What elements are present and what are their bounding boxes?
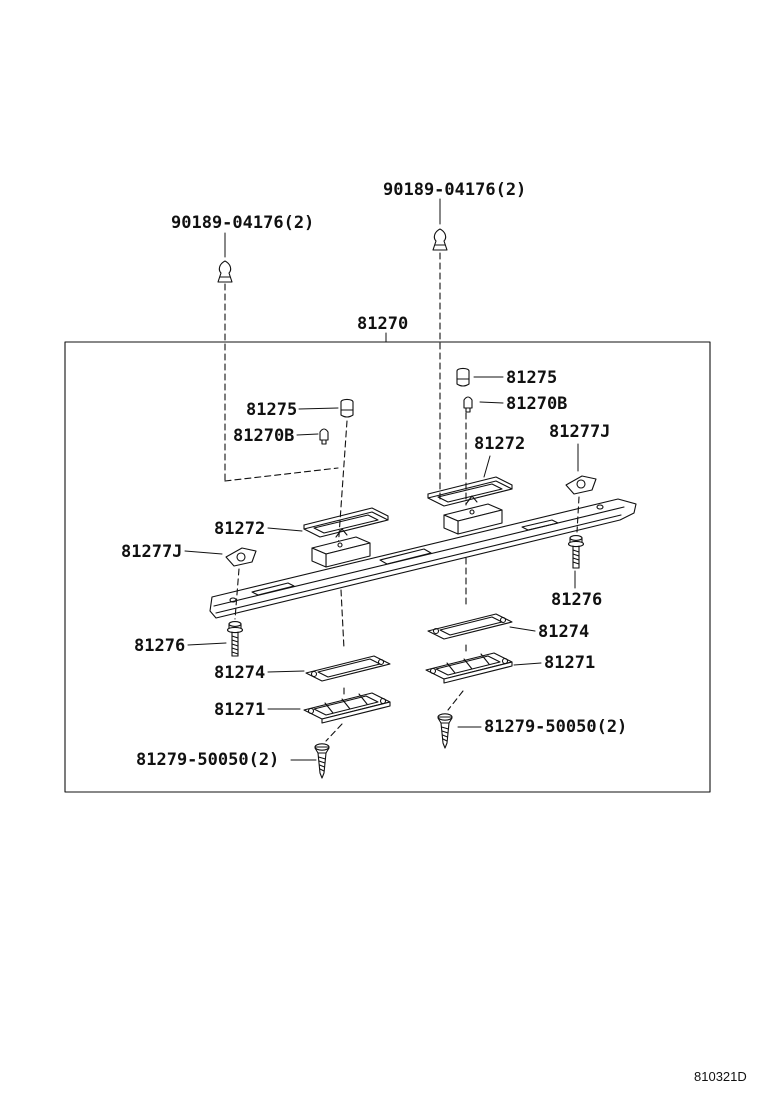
part-label-socket-left: 81275: [246, 400, 298, 420]
bracket-right: [565, 475, 597, 495]
bulb-socket-left: [340, 398, 354, 418]
part-label-assembly: 81270: [357, 314, 409, 334]
gasket-left: [305, 655, 391, 682]
clip-icon-left: [217, 260, 233, 283]
exploded-dashed-lines: [224, 252, 467, 742]
screw-right: [567, 535, 585, 569]
bulb-socket-right: [456, 367, 470, 387]
bulb-right: [463, 396, 473, 413]
exploded-dashed-lines-over-rail: [234, 496, 580, 620]
rail-assembly: [209, 495, 637, 619]
diagram-doc-number: 810321D: [694, 1069, 747, 1084]
part-label-lens-right: 81271: [544, 653, 596, 673]
part-label-screw-right: 81276: [551, 590, 603, 610]
bulb-left: [319, 428, 329, 445]
part-label-socket-right: 81275: [506, 368, 558, 388]
lens-retainer-right: [427, 476, 513, 507]
bracket-left: [225, 547, 257, 567]
part-label-gasket-left: 81274: [214, 663, 266, 683]
tapping-screw-right: [437, 713, 453, 749]
lens-right: [425, 652, 513, 684]
part-label-clip-left: 90189-04176(2): [171, 213, 315, 233]
part-label-tapping-screw-left: 81279-50050(2): [136, 750, 280, 770]
clip-icon-right: [432, 228, 448, 251]
lens-left: [303, 692, 391, 724]
lens-retainer-left: [303, 507, 389, 538]
assembly-boundary-box: [64, 341, 711, 793]
part-label-bracket-left: 81277J: [121, 542, 183, 562]
part-label-retainer-left: 81272: [214, 519, 266, 539]
tapping-screw-left: [314, 743, 330, 779]
part-label-bracket-right: 81277J: [549, 422, 611, 442]
part-label-clip-right: 90189-04176(2): [383, 180, 527, 200]
part-label-bulb-left: 81270B: [233, 426, 295, 446]
gasket-right: [427, 613, 513, 640]
leader-lines: [184, 198, 579, 761]
screw-left: [226, 621, 244, 657]
part-label-tapping-screw-right: 81279-50050(2): [484, 717, 628, 737]
part-label-bulb-right: 81270B: [506, 394, 568, 414]
part-label-retainer-right: 81272: [474, 434, 526, 454]
part-label-screw-left: 81276: [134, 636, 186, 656]
part-label-gasket-right: 81274: [538, 622, 590, 642]
part-label-lens-left: 81271: [214, 700, 266, 720]
